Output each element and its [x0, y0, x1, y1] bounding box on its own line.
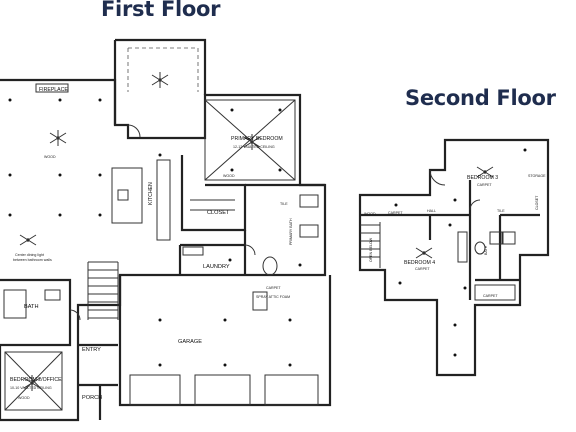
recessed-lights	[394, 148, 527, 357]
fireplace-label: FIREPLACE	[39, 87, 68, 93]
bedroom3-label: BEDROOM 3	[467, 175, 498, 181]
porch-label: PORCH	[82, 395, 102, 401]
ceiling-fan-icon	[49, 130, 67, 146]
upper-bath-label: BATH	[484, 245, 488, 255]
dining-note-line1: Center dining light	[15, 253, 44, 257]
kitchen-label: KITCHEN	[148, 182, 154, 205]
ceiling-fan-icon	[19, 234, 37, 246]
recessed-lights	[8, 98, 302, 367]
entry-label: ENTRY	[82, 347, 101, 353]
tile-label: TILE	[280, 202, 288, 206]
primary-bath-label: PRIMARY BATH	[289, 218, 293, 245]
ceiling-fan-icon	[151, 72, 169, 88]
upper-closet-label: CLOSET	[535, 195, 539, 210]
bedroom-office-ceiling-label: 10-10 VAULTED CEILING	[10, 386, 52, 390]
wood-label-upper: WOOD	[364, 212, 376, 216]
closet-label: CLOSET	[207, 210, 230, 216]
wood-label: WOOD	[44, 155, 56, 159]
bedroom4-label: BEDROOM 4	[404, 260, 435, 266]
wood-label-3: WOOD	[18, 396, 30, 400]
ceiling-fan-icon	[23, 375, 41, 391]
dining-note-line2: between bathroom walls	[13, 258, 52, 262]
open-below-label: OPEN BELOW	[369, 237, 373, 262]
hall-label: HALL	[427, 209, 436, 213]
ceiling-fan-icon	[243, 134, 261, 150]
carpet-label: CARPET	[266, 286, 281, 290]
storage-label: STORAGE	[528, 174, 546, 178]
wood-label-2: WOOD	[223, 174, 235, 178]
bath-label: BATH	[24, 304, 39, 310]
upper-carpet-label: CARPET	[483, 294, 498, 298]
bedroom-office-label: BEDROOM 2/OFFICE	[10, 377, 62, 383]
bedroom3-carpet-label: CARPET	[477, 183, 492, 187]
ceiling-fan-icon	[476, 166, 494, 178]
second-floor-plan: BEDROOM 3 CARPET BEDROOM 4 CARPET HALL C…	[358, 138, 550, 377]
primary-bedroom-label: PRIMARY BEDROOM	[231, 136, 283, 142]
second-floor-title: Second Floor	[405, 86, 556, 110]
garage-label: GARAGE	[178, 339, 202, 345]
upper-tile-label: TILE	[497, 209, 505, 213]
bedroom4-carpet-label: CARPET	[415, 267, 430, 271]
primary-ceiling-label: 12-12 VAULTED CEILING	[233, 145, 275, 149]
first-floor-plan: FIREPLACE PRIMARY BEDROOM 12-12 VAULTED …	[0, 38, 332, 422]
ceiling-fan-icon	[415, 247, 433, 259]
hall-carpet-label: CARPET	[388, 211, 403, 215]
garage-note-label: SPRAY ATTIC FOAM	[256, 295, 290, 299]
first-floor-title: First Floor	[101, 0, 221, 21]
laundry-label: LAUNDRY	[203, 264, 230, 270]
